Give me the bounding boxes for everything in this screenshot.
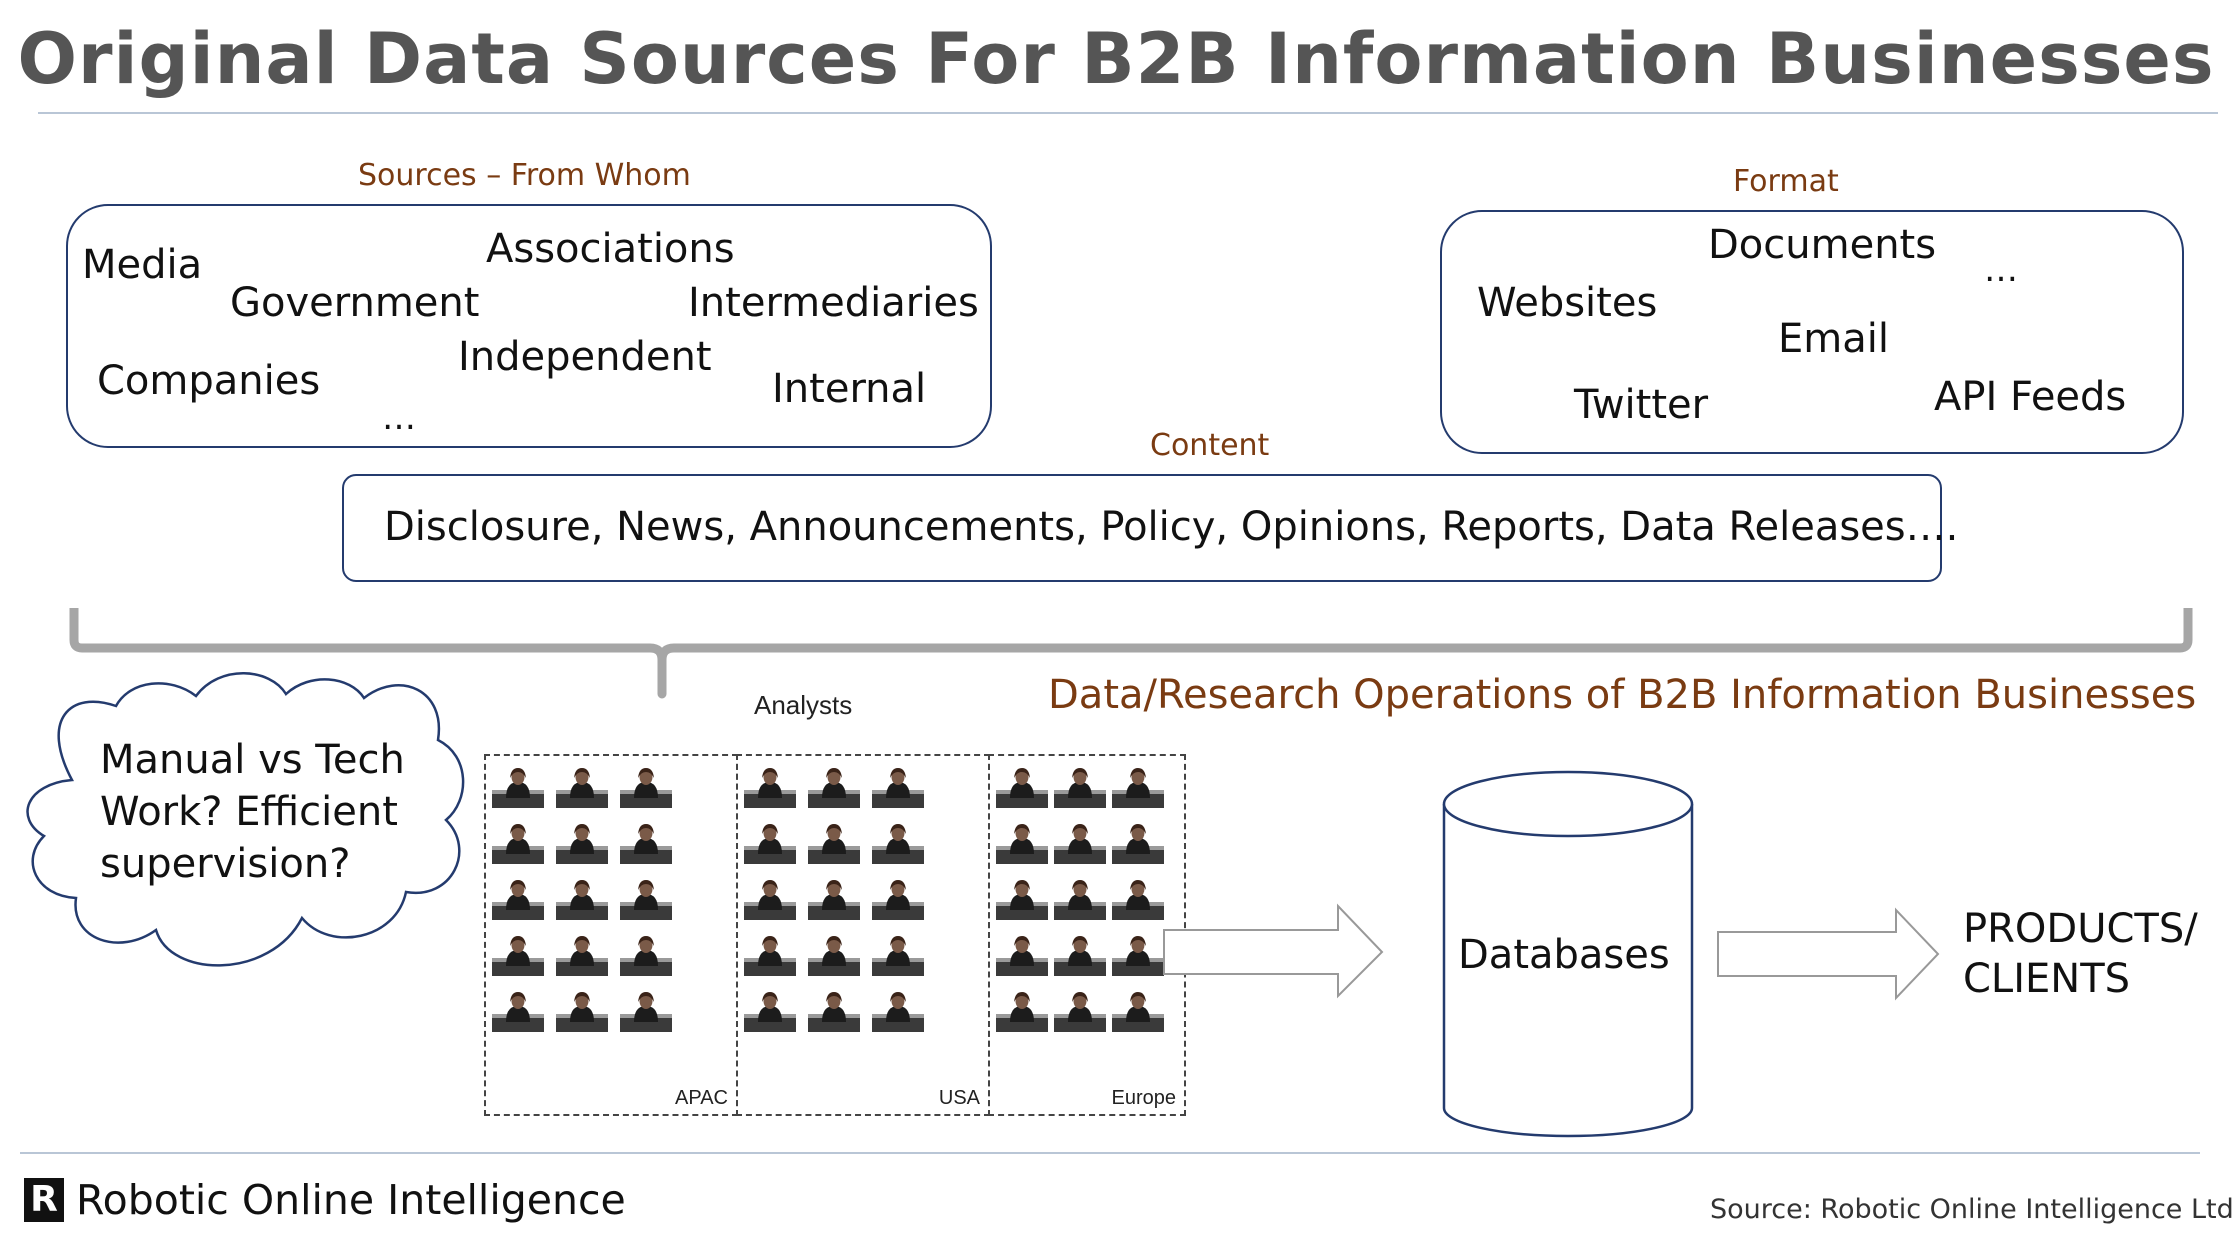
brand-logo-icon: R — [24, 1178, 64, 1222]
analyst-person-icon — [808, 824, 860, 864]
analyst-person-icon — [996, 936, 1048, 976]
analyst-person-icon — [872, 992, 924, 1032]
analyst-person-icon — [1112, 992, 1164, 1032]
analyst-grid: APAC USA Europe — [484, 754, 1186, 1116]
analyst-person-icon — [808, 768, 860, 808]
analysts-label: Analysts — [754, 690, 853, 720]
source-ellipsis: … — [382, 398, 416, 438]
region-panel-apac: APAC — [484, 754, 738, 1116]
source-companies: Companies — [97, 358, 321, 404]
analyst-person-icon — [808, 880, 860, 920]
footer-source: Source: Robotic Online Intelligence Ltd — [1710, 1194, 2232, 1225]
format-documents: Documents — [1708, 222, 1937, 268]
format-websites: Websites — [1477, 280, 1658, 326]
source-associations: Associations — [486, 226, 735, 272]
analyst-person-icon — [1112, 936, 1164, 976]
analyst-person-icon — [620, 992, 672, 1032]
analyst-person-icon — [492, 992, 544, 1032]
analyst-person-icon — [808, 992, 860, 1032]
analyst-person-icon — [620, 768, 672, 808]
format-api-feeds: API Feeds — [1934, 374, 2127, 420]
format-email: Email — [1778, 316, 1889, 362]
output-label-line2: CLIENTS — [1963, 956, 2131, 1002]
analyst-person-icon — [556, 880, 608, 920]
source-media: Media — [82, 242, 203, 288]
analyst-person-icon — [1054, 992, 1106, 1032]
content-text: Disclosure, News, Announcements, Policy,… — [384, 504, 1959, 550]
analyst-person-icon — [996, 768, 1048, 808]
analyst-person-icon — [744, 992, 796, 1032]
analyst-person-icon — [872, 824, 924, 864]
footer-divider — [20, 1152, 2200, 1154]
source-government: Government — [230, 280, 480, 326]
analyst-person-icon — [556, 936, 608, 976]
page-title: Original Data Sources For B2B Informatio… — [17, 18, 2215, 100]
analyst-person-icon — [620, 936, 672, 976]
analyst-person-icon — [620, 880, 672, 920]
region-panel-europe: Europe — [988, 754, 1186, 1116]
analyst-person-icon — [556, 824, 608, 864]
analyst-person-icon — [744, 768, 796, 808]
analyst-person-icon — [1112, 880, 1164, 920]
analyst-person-icon — [556, 992, 608, 1032]
analyst-person-icon — [1054, 880, 1106, 920]
source-intermediaries: Intermediaries — [688, 280, 979, 326]
analyst-person-icon — [808, 936, 860, 976]
content-label: Content — [1150, 428, 1270, 463]
region-label-europe: Europe — [1111, 1087, 1177, 1109]
analyst-person-icon — [1054, 824, 1106, 864]
analyst-person-icon — [1054, 768, 1106, 808]
analyst-person-icon — [492, 824, 544, 864]
format-box — [1440, 210, 2184, 454]
title-divider — [38, 112, 2218, 114]
cloud-text: Manual vs Tech Work? Efficient supervisi… — [100, 737, 405, 887]
analyst-person-icon — [996, 824, 1048, 864]
analyst-person-icon — [1054, 936, 1106, 976]
analyst-person-icon — [492, 936, 544, 976]
operations-title: Data/Research Operations of B2B Informat… — [1048, 672, 2197, 718]
analyst-person-icon — [1112, 768, 1164, 808]
analyst-person-icon — [744, 936, 796, 976]
analyst-person-icon — [872, 880, 924, 920]
analyst-person-icon — [556, 768, 608, 808]
analyst-person-icon — [744, 880, 796, 920]
analyst-person-icon — [492, 768, 544, 808]
region-label-usa: USA — [938, 1087, 980, 1109]
source-independent: Independent — [458, 334, 712, 380]
format-label: Format — [1733, 164, 1839, 199]
analyst-person-icon — [620, 824, 672, 864]
region-panel-usa: USA — [736, 754, 990, 1116]
output-label-line1: PRODUCTS/ — [1963, 906, 2198, 952]
format-ellipsis: … — [1984, 250, 2018, 290]
format-twitter: Twitter — [1574, 382, 1709, 428]
analyst-person-icon — [492, 880, 544, 920]
sources-label: Sources – From Whom — [358, 158, 691, 193]
analyst-person-icon — [872, 936, 924, 976]
analyst-person-icon — [744, 824, 796, 864]
sources-box — [66, 204, 992, 448]
database-label: Databases — [1458, 932, 1670, 978]
region-label-apac: APAC — [675, 1087, 728, 1109]
brand-name: Robotic Online Intelligence — [76, 1176, 626, 1224]
analyst-person-icon — [996, 992, 1048, 1032]
analyst-person-icon — [872, 768, 924, 808]
content-box — [342, 474, 1942, 582]
analyst-person-icon — [996, 880, 1048, 920]
analyst-person-icon — [1112, 824, 1164, 864]
source-internal: Internal — [772, 366, 927, 412]
